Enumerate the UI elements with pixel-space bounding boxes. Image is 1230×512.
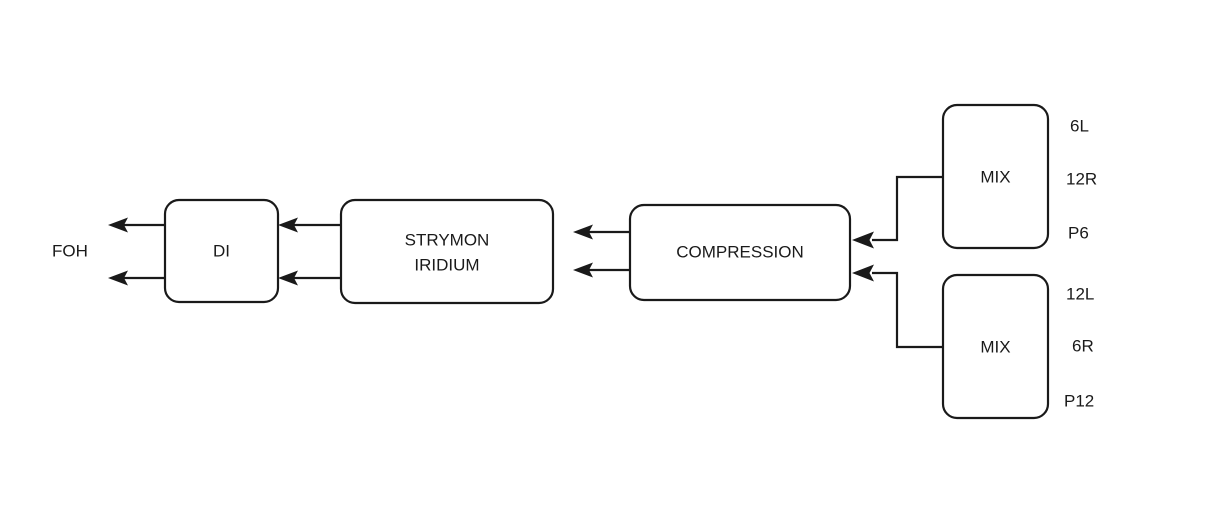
- connector-compression-to-strymon-upper: [573, 224, 630, 240]
- connector-di-to-foh-upper: [108, 217, 165, 233]
- node-strymon-iridium[interactable]: STRYMON IRIDIUM: [339, 198, 555, 305]
- mix-top-channel-label-1: 12R: [1066, 169, 1097, 188]
- node-di-shape[interactable]: [163, 198, 280, 304]
- connector-strymon-to-di-lower: [278, 270, 341, 286]
- node-compression-shape[interactable]: [628, 203, 852, 302]
- arrow-head-icon: [852, 264, 874, 282]
- node-mix-bottom-label: MIX: [980, 337, 1010, 356]
- arrow-head-icon: [573, 224, 593, 240]
- node-mix-bottom[interactable]: MIX: [941, 273, 1050, 420]
- connector-compression-to-strymon-lower: [573, 262, 630, 278]
- node-mix-top[interactable]: MIX: [941, 103, 1050, 250]
- arrow-head-icon: [278, 270, 298, 286]
- connector-strymon-to-di-upper: [278, 217, 341, 233]
- arrow-head-icon: [573, 262, 593, 278]
- connector-line: [872, 271, 943, 349]
- node-di-label: DI: [213, 241, 230, 260]
- connector-di-to-foh-lower: [108, 270, 165, 286]
- connector-line: [872, 175, 943, 242]
- node-strymon-label-line2: IRIDIUM: [414, 255, 479, 274]
- mix-bottom-channel-label-0: 12L: [1066, 284, 1094, 303]
- node-strymon-shape[interactable]: [339, 198, 555, 305]
- node-mix-bottom-shape[interactable]: [941, 273, 1050, 420]
- mix-bottom-channel-label-2: P12: [1064, 391, 1094, 410]
- output-label-foh: FOH: [52, 241, 88, 260]
- mix-bottom-channel-label-1: 6R: [1072, 336, 1094, 355]
- node-mix-top-shape[interactable]: [941, 103, 1050, 250]
- node-compression-label: COMPRESSION: [676, 242, 804, 261]
- arrow-head-icon: [278, 217, 298, 233]
- connector-mix-top-to-compression: [852, 175, 943, 249]
- arrow-head-icon: [852, 231, 874, 249]
- node-compression[interactable]: COMPRESSION: [628, 203, 852, 302]
- node-strymon-label-line1: STRYMON: [405, 230, 490, 249]
- arrow-head-icon: [108, 217, 128, 233]
- node-mix-top-label: MIX: [980, 167, 1010, 186]
- node-di[interactable]: DI: [163, 198, 280, 304]
- arrow-head-icon: [108, 270, 128, 286]
- connector-mix-bottom-to-compression: [852, 264, 943, 349]
- mix-top-channel-label-2: P6: [1068, 223, 1089, 242]
- mix-top-channel-label-0: 6L: [1070, 116, 1089, 135]
